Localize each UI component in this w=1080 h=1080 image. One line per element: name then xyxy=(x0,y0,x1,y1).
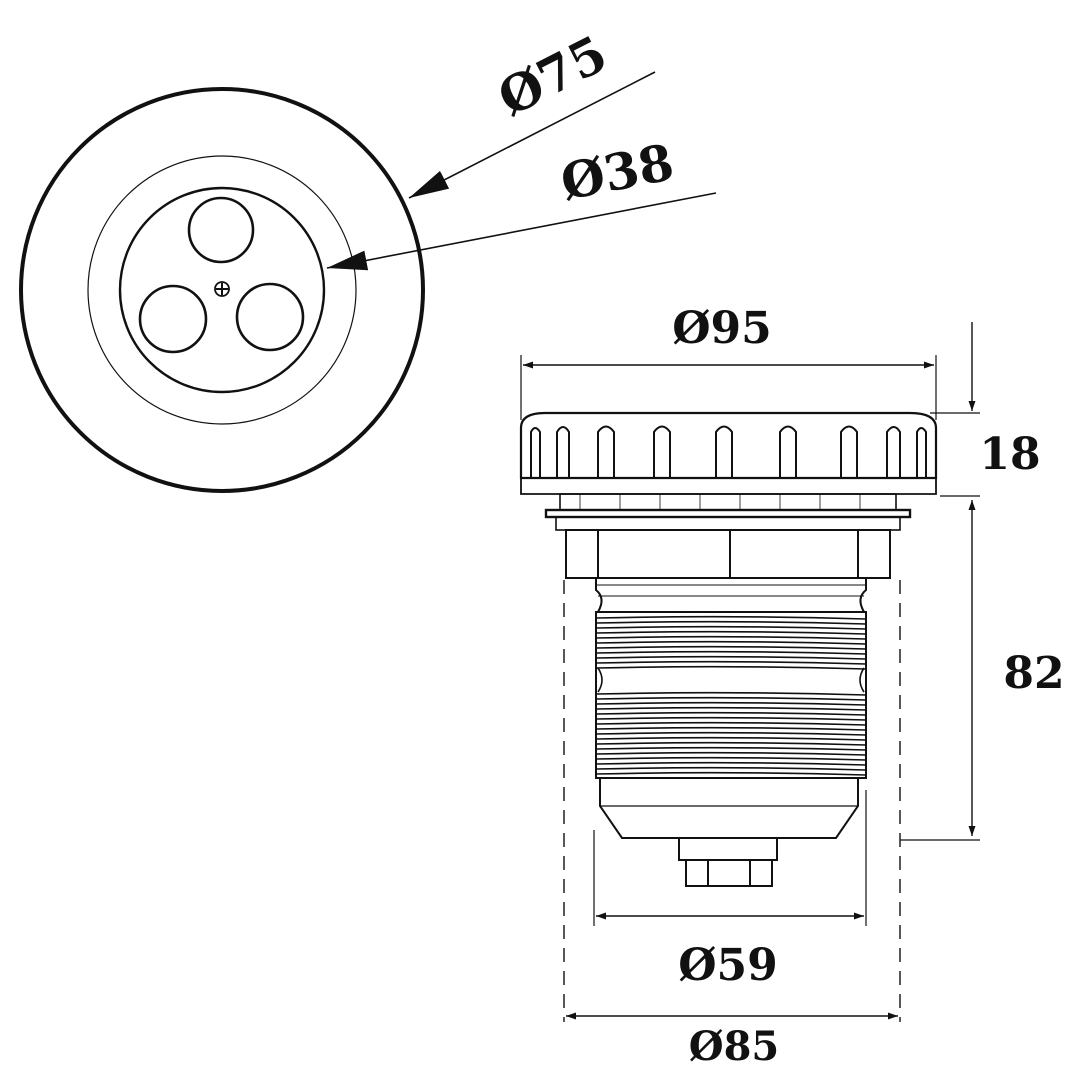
thread-groove xyxy=(596,696,866,701)
top-view: Ø75 Ø38 xyxy=(19,24,717,493)
thread-groove xyxy=(596,650,866,655)
outline-dashed-lines xyxy=(563,580,901,1022)
bottom-diameter-dimension: Ø59 xyxy=(593,790,867,991)
thread-groove xyxy=(596,756,866,761)
inner-ring-circle xyxy=(87,155,357,425)
top-diameter-label: Ø95 xyxy=(672,303,772,354)
thread-groove xyxy=(596,665,866,670)
hex-nut xyxy=(565,529,891,579)
bottom-diameter-label: Ø59 xyxy=(678,940,778,991)
nozzle-top xyxy=(187,196,255,264)
outer-diameter-dimension: Ø85 xyxy=(566,1012,898,1070)
thread-groove xyxy=(596,731,866,736)
nozzle-left xyxy=(138,284,208,354)
flange-height-label: 18 xyxy=(979,429,1040,480)
thread-lines xyxy=(596,615,866,776)
screw-icon xyxy=(214,281,230,297)
body-height-label: 82 xyxy=(1003,648,1064,699)
lower-body xyxy=(599,778,859,887)
thread-groove xyxy=(596,701,866,706)
outer-diameter-bottom-label: Ø85 xyxy=(689,1023,780,1070)
thread-groove xyxy=(596,761,866,766)
thread-groove xyxy=(596,711,866,716)
thread-groove xyxy=(596,726,866,731)
thread-groove xyxy=(596,741,866,746)
thread-groove xyxy=(596,751,866,756)
outer-diameter-label: Ø75 xyxy=(489,24,617,128)
thread-groove xyxy=(596,630,866,635)
top-diameter-dimension: Ø95 xyxy=(520,303,937,420)
thread-groove xyxy=(596,660,866,665)
inner-diameter-label: Ø38 xyxy=(556,132,678,212)
thread-groove xyxy=(596,691,866,696)
thread-groove xyxy=(596,766,866,771)
thread-groove xyxy=(596,640,866,645)
outer-rim-circle xyxy=(19,87,425,493)
neck-rings xyxy=(544,493,912,531)
nozzle-plate-circle xyxy=(118,186,326,394)
cap-grip-slots xyxy=(530,425,927,478)
leader-line-inner xyxy=(326,192,717,271)
thread-neck xyxy=(595,578,867,613)
thread-groove xyxy=(596,615,866,620)
flange-height-dimension: 18 xyxy=(930,322,1041,497)
side-view: Ø95 18 82 xyxy=(519,303,1065,1070)
thread-groove xyxy=(596,746,866,751)
thread-groove xyxy=(596,721,866,726)
thread-groove xyxy=(596,716,866,721)
cap-flange xyxy=(519,411,938,495)
thread-groove xyxy=(596,771,866,776)
body-height-dimension: 82 xyxy=(900,500,1065,841)
threaded-body xyxy=(595,611,867,779)
thread-groove xyxy=(596,655,866,660)
thread-groove xyxy=(596,635,866,640)
leader-line-outer xyxy=(408,71,656,199)
thread-groove xyxy=(596,620,866,625)
nozzle-right xyxy=(235,282,305,352)
thread-groove xyxy=(596,706,866,711)
thread-groove xyxy=(596,625,866,630)
thread-groove xyxy=(596,645,866,650)
thread-groove xyxy=(596,736,866,741)
